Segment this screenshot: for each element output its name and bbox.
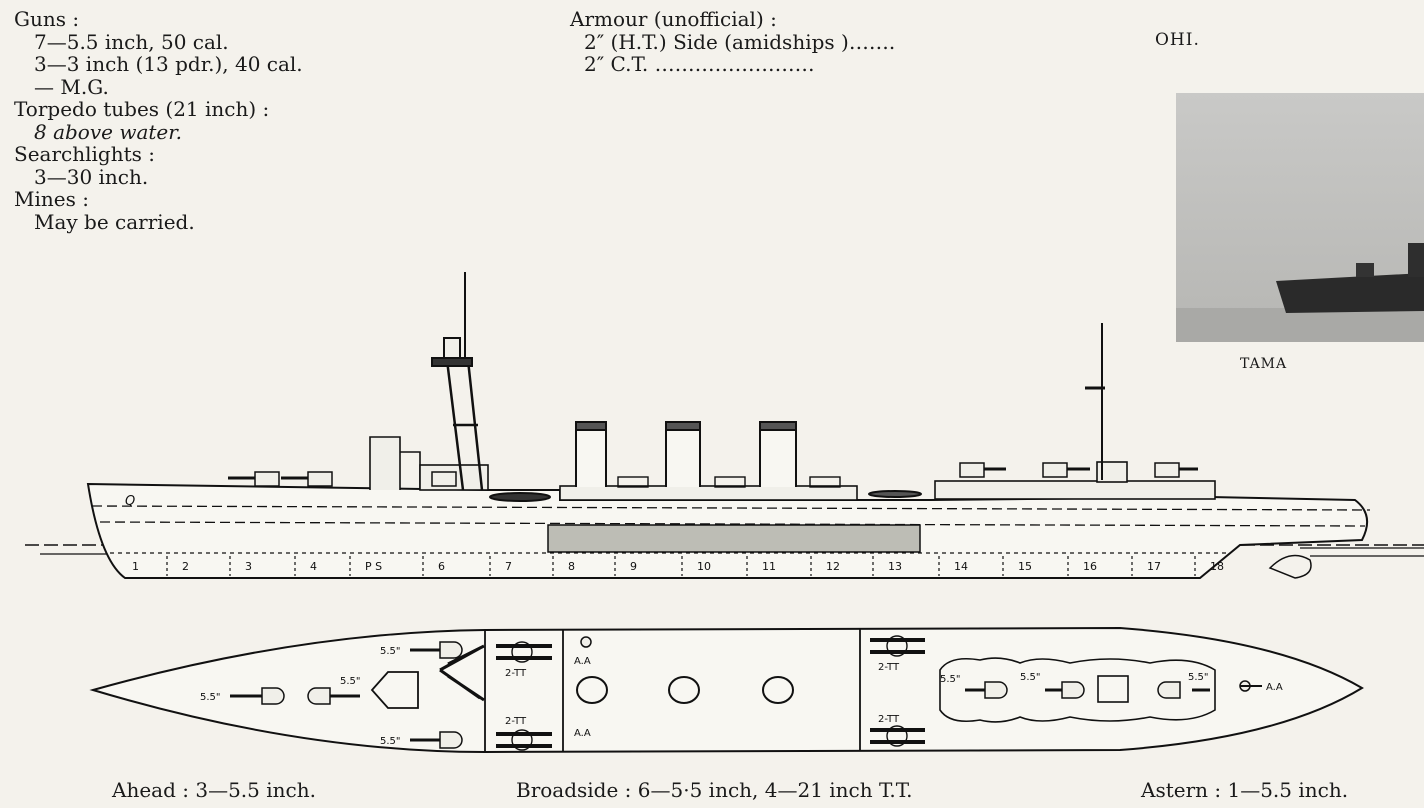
hull-mark: Q	[125, 494, 135, 509]
astern-armament: Astern : 1—5.5 inch.	[1141, 778, 1349, 802]
compartment-number: 11	[762, 560, 776, 573]
photo-caption-bottom: TAMA	[1240, 356, 1288, 372]
compartment-number: 17	[1147, 560, 1161, 573]
plan-tt-label-2: 2-TT	[505, 716, 527, 727]
profile-view: Q	[25, 272, 1424, 579]
plan-aa-label-3: A.A	[1266, 682, 1283, 693]
armament-specs: Guns : 7—5.5 inch, 50 cal. 3—3 inch (13 …	[14, 8, 303, 233]
gun-line-3: — M.G.	[34, 74, 109, 99]
searchlights-heading: Searchlights :	[14, 142, 155, 166]
torpedo-heading: Torpedo tubes (21 inch) :	[14, 97, 270, 121]
compartment-number: 12	[826, 560, 840, 573]
plan-gun-label-7: 5.5"	[1188, 672, 1209, 683]
compartment-number: 9	[630, 560, 637, 573]
compartment-number: 7	[505, 560, 512, 573]
plan-aa-label-2: A.A	[574, 728, 591, 739]
broadside-armament: Broadside : 6—5·5 inch, 4—21 inch T.T.	[516, 778, 913, 802]
plan-view: 5.5" 5.5" 5.5" 5.5" 5.5" 5.5" 5.5" 2-TT …	[89, 626, 1364, 754]
plan-gun-label-6: 5.5"	[1020, 672, 1041, 683]
compartment-number: 6	[438, 560, 445, 573]
armour-heading: Armour (unofficial) :	[570, 7, 777, 31]
ship-photo	[1176, 93, 1424, 342]
compartment-number: 1	[132, 560, 139, 573]
compartment-number: 10	[697, 560, 711, 573]
plan-gun-label-5: 5.5"	[940, 674, 961, 685]
plan-gun-label-4: 5.5"	[380, 736, 401, 747]
compartment-number: 18	[1210, 560, 1224, 573]
plan-gun-label-1: 5.5"	[380, 646, 401, 657]
gun-line-2: 3—3 inch (13 pdr.), 40 cal.	[34, 52, 303, 76]
photo-caption-top: OHI.	[1155, 30, 1200, 50]
compartment-number: 8	[568, 560, 575, 573]
compartment-number: 4	[310, 560, 317, 573]
plan-tt-label-3: 2-TT	[878, 662, 900, 673]
ahead-armament: Ahead : 3—5.5 inch.	[112, 778, 316, 802]
plan-aa-label-1: A.A	[574, 656, 591, 667]
compartment-number: P S	[365, 560, 382, 573]
plan-tt-label-1: 2-TT	[505, 668, 527, 679]
guns-heading: Guns :	[14, 7, 80, 31]
compartment-number: 3	[245, 560, 252, 573]
searchlights-line: 3—30 inch.	[34, 164, 149, 189]
mines-heading: Mines :	[14, 187, 89, 211]
plan-tt-label-4: 2-TT	[878, 714, 900, 725]
torpedo-line: 8 above water.	[34, 119, 182, 144]
compartment-number: 15	[1018, 560, 1032, 573]
compartment-number: 13	[888, 560, 902, 573]
compartment-number: 14	[954, 560, 968, 573]
armour-line-2: 2″ C.T. ……………………	[584, 52, 815, 76]
armour-line-1: 2″ (H.T.) Side (amidships )…….	[584, 29, 896, 54]
plan-gun-label-2: 5.5"	[200, 692, 221, 703]
compartment-number: 16	[1083, 560, 1097, 573]
mines-line: May be carried.	[34, 209, 195, 234]
armour-specs: Armour (unofficial) : 2″ (H.T.) Side (am…	[570, 8, 895, 76]
gun-line-1: 7—5.5 inch, 50 cal.	[34, 29, 229, 54]
compartment-number: 2	[182, 560, 189, 573]
plan-gun-label-3: 5.5"	[340, 676, 361, 687]
